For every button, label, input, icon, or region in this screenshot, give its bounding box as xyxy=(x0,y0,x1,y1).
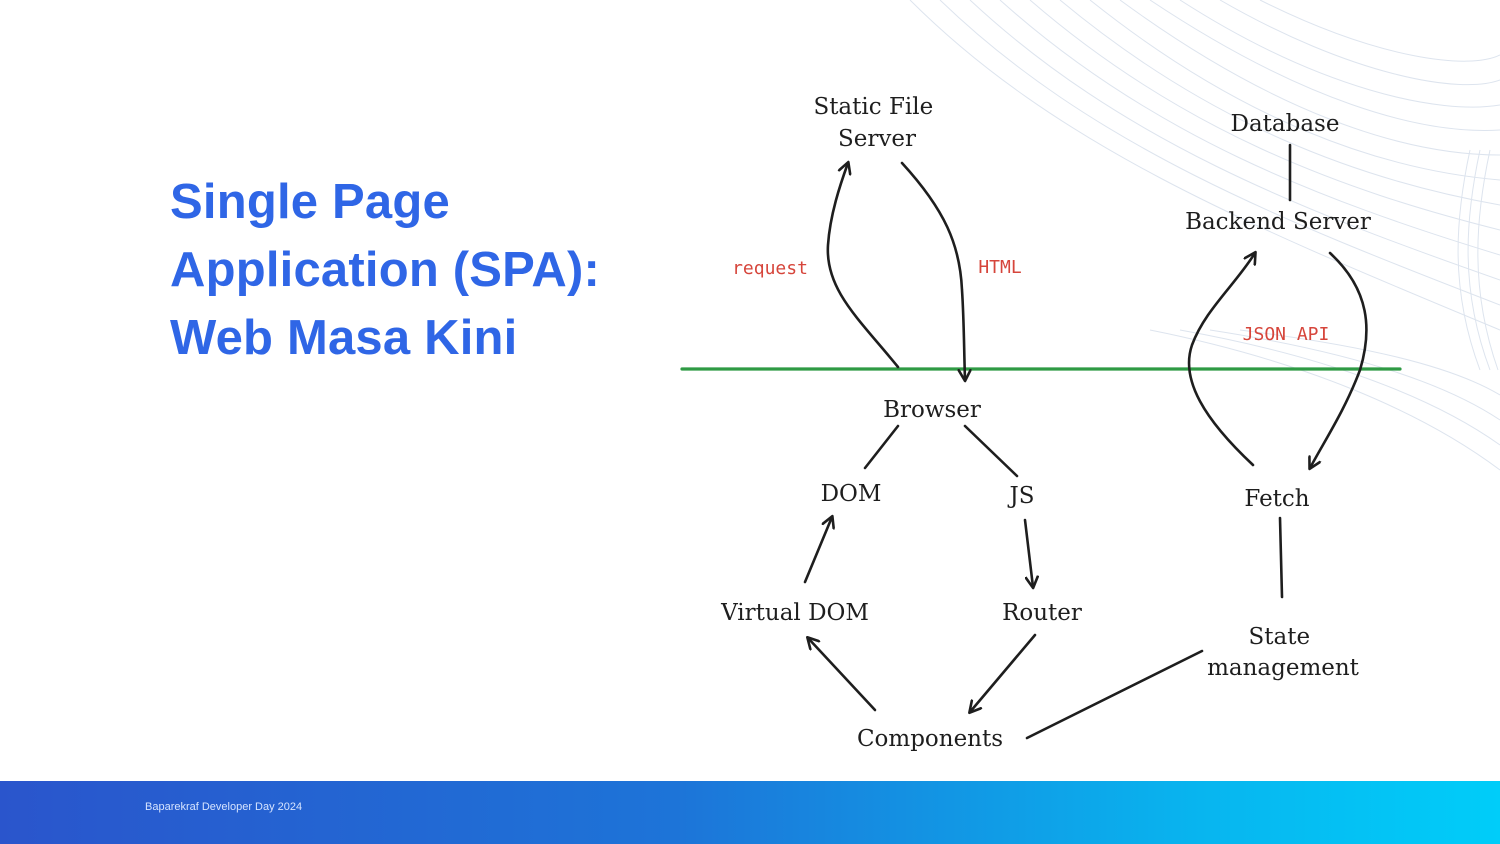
node-label: Static File xyxy=(813,94,933,120)
node-router: Router xyxy=(1002,600,1082,626)
node-state-management: State management xyxy=(1207,624,1360,681)
network-divider-line xyxy=(680,366,1402,371)
edge-virtual-dom-to-dom xyxy=(803,517,832,584)
title-line: Web Masa Kini xyxy=(170,311,518,365)
node-browser: Browser xyxy=(883,397,981,423)
edge-backend-to-fetch xyxy=(1310,251,1368,468)
edge-js-to-router xyxy=(1023,518,1033,587)
edge-label-html: HTML xyxy=(978,257,1022,278)
node-fetch: Fetch xyxy=(1244,486,1309,512)
footer-text: Baparekraf Developer Day 2024 xyxy=(145,801,303,813)
slide-title: Single Page Application (SPA): Web Masa … xyxy=(170,168,690,372)
node-components: Components xyxy=(857,726,1003,752)
edge-label-json-api: JSON API xyxy=(1243,324,1330,345)
footer-bar: Baparekraf Developer Day 2024 xyxy=(0,781,1500,844)
edge-fetch-to-backend xyxy=(1187,253,1255,467)
node-label: State xyxy=(1249,624,1311,650)
node-js: JS xyxy=(1008,483,1035,509)
edge-router-to-components xyxy=(970,633,1037,712)
node-backend-server: Backend Server xyxy=(1185,209,1371,235)
node-label: Server xyxy=(838,126,916,152)
edge-state-components xyxy=(1025,649,1204,740)
edge-browser-dom xyxy=(863,424,900,470)
edge-static-server-to-browser xyxy=(900,161,965,380)
title-line: Single Page xyxy=(170,175,450,229)
node-dom: DOM xyxy=(821,481,882,507)
node-label: management xyxy=(1207,655,1360,681)
edge-browser-to-static-server xyxy=(826,163,900,369)
node-virtual-dom: Virtual DOM xyxy=(720,600,869,626)
node-static-file-server: Static File Server xyxy=(813,94,940,152)
edge-components-to-virtual-dom xyxy=(808,638,877,712)
edge-browser-js xyxy=(963,424,1019,478)
edge-label-request: request xyxy=(732,258,808,279)
edge-fetch-state xyxy=(1278,516,1284,599)
title-line: Application (SPA): xyxy=(170,243,601,297)
node-database: Database xyxy=(1231,111,1340,137)
